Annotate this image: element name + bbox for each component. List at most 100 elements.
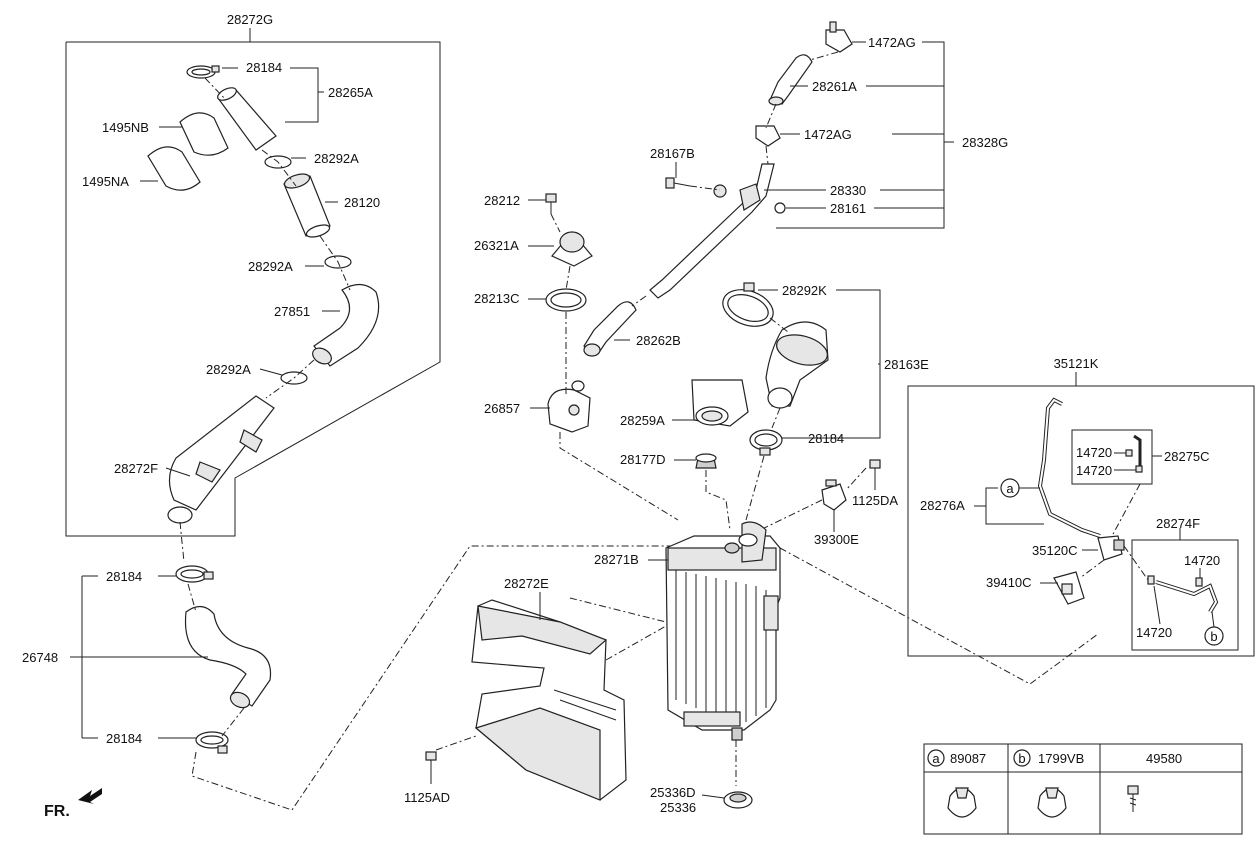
legend-a-code: 89087: [950, 751, 986, 766]
label-39300E: 39300E: [814, 532, 859, 547]
part-28276A-tube: [1037, 397, 1101, 538]
part-28330-grommet: [713, 184, 727, 198]
label-28292A-3: 28292A: [206, 362, 251, 377]
legend-c-code: 49580: [1146, 751, 1182, 766]
box-28275C: [1071, 429, 1153, 485]
box-28274F: 28274F: [1131, 516, 1239, 651]
label-14720-b: 14720: [1076, 463, 1112, 478]
label-14720-a: 14720: [1076, 445, 1112, 460]
label-26321A: 26321A: [474, 238, 519, 253]
label-1125DA: 1125DA: [852, 493, 898, 508]
part-28272E-air-duct: [471, 599, 627, 801]
label-28161: 28161: [830, 201, 866, 216]
part-28271B-intercooler: [665, 521, 781, 741]
label-28292A-2: 28292A: [248, 259, 293, 274]
part-1472AG-clip-top: [825, 21, 853, 53]
clip-89087-icon: [947, 787, 977, 818]
label-1125AD: 1125AD: [404, 790, 450, 805]
label-28272E: 28272E: [504, 576, 549, 591]
fastener-legend-table: a 89087 b 1799VB 49580: [923, 743, 1243, 835]
label-26857: 26857: [484, 401, 520, 416]
label-FR: FR.: [44, 803, 70, 820]
label-1495NB: 1495NB: [102, 120, 149, 135]
front-direction-indicator: FR.: [44, 788, 102, 820]
part-35120C-solenoid: [1097, 535, 1125, 561]
label-28163E: 28163E: [884, 357, 929, 372]
label-28330: 28330: [830, 183, 866, 198]
legend-callout-b-circle: [1013, 749, 1031, 767]
part-28177D-plug: [695, 453, 717, 469]
part-39410C-bracket: [1053, 571, 1085, 605]
part-28272F-pipe: [167, 395, 275, 524]
legend-callout-a: a: [932, 751, 940, 766]
legend-callout-b: b: [1018, 751, 1025, 766]
label-28177D: 28177D: [620, 452, 666, 467]
part-vacuum-pipe: [649, 163, 775, 299]
label-35121K: 35121K: [1054, 356, 1099, 371]
label-26748: 26748: [22, 650, 58, 665]
part-28292K-clamp: [722, 282, 774, 327]
part-28163E-hose: [765, 321, 829, 409]
label-28275C: 28275C: [1164, 449, 1210, 464]
legend-callout-a-circle: [927, 749, 945, 767]
part-1472AG-clip-mid: [755, 125, 781, 147]
label-14720-c: 14720: [1184, 553, 1220, 568]
label-25336D: 25336D: [650, 785, 696, 800]
label-28167B: 28167B: [650, 146, 695, 161]
part-28161-washer: [774, 202, 786, 214]
part-28167B-bolt: [665, 177, 691, 189]
label-1495NA: 1495NA: [82, 174, 129, 189]
part-27851-hose: [312, 283, 380, 367]
part-28184-clamp-mid: [175, 565, 214, 583]
label-25336: 25336: [660, 800, 696, 815]
part-1125AD-bolt: [425, 751, 437, 784]
part-39300E-sensor: [821, 479, 847, 511]
label-28184-top: 28184: [246, 60, 282, 75]
part-28275C-hose-small: [1125, 434, 1143, 473]
label-28184-mid: 28184: [106, 569, 142, 584]
part-1125DA-bolt: [869, 459, 881, 480]
label-35120C: 35120C: [1032, 543, 1078, 558]
group-35121K: 35121K: [907, 356, 1255, 657]
part-1495NB: [179, 112, 229, 156]
part-28265A-hose: [217, 87, 277, 151]
part-26321A-actuator: [551, 231, 593, 267]
label-28265A: 28265A: [328, 85, 373, 100]
label-28276A: 28276A: [920, 498, 965, 513]
part-28261A-hose: [768, 54, 813, 106]
label-28272G: 28272G: [227, 12, 273, 27]
callout-a: a: [1006, 481, 1014, 496]
label-39410C: 39410C: [986, 575, 1032, 590]
part-28259A-bracket: [691, 379, 749, 427]
label-28259A: 28259A: [620, 413, 665, 428]
label-28292K: 28292K: [782, 283, 827, 298]
label-28261A: 28261A: [812, 79, 857, 94]
part-28184-clamp-right: [749, 429, 783, 456]
label-28184-low: 28184: [106, 731, 142, 746]
label-28271B: 28271B: [594, 552, 639, 567]
label-28328G: 28328G: [962, 135, 1008, 150]
label-28272F: 28272F: [114, 461, 158, 476]
group-28272G: 28272G: [65, 12, 441, 537]
label-28184-right: 28184: [808, 431, 844, 446]
label-1472AG-mid: 1472AG: [804, 127, 852, 142]
label-27851: 27851: [274, 304, 310, 319]
part-28184-clamp-top: [186, 65, 220, 79]
part-28262B-hose: [583, 301, 637, 357]
label-28292A-1: 28292A: [314, 151, 359, 166]
part-1495NA: [147, 146, 201, 191]
part-28274F-hose: [1147, 575, 1219, 614]
part-28212-bolt: [545, 193, 557, 214]
front-arrow-icon: [78, 788, 102, 804]
legend-b-code: 1799VB: [1038, 751, 1084, 766]
screw-49580-icon: [1127, 785, 1139, 812]
label-28262B: 28262B: [636, 333, 681, 348]
part-28184-clamp-low: [195, 731, 229, 754]
part-28120-coupler: [283, 173, 331, 238]
clip-1799VB-icon: [1037, 787, 1067, 818]
label-28213C: 28213C: [474, 291, 520, 306]
label-28274F: 28274F: [1156, 516, 1200, 531]
part-26748-hose: [184, 605, 272, 709]
label-1472AG-top: 1472AG: [868, 35, 916, 50]
